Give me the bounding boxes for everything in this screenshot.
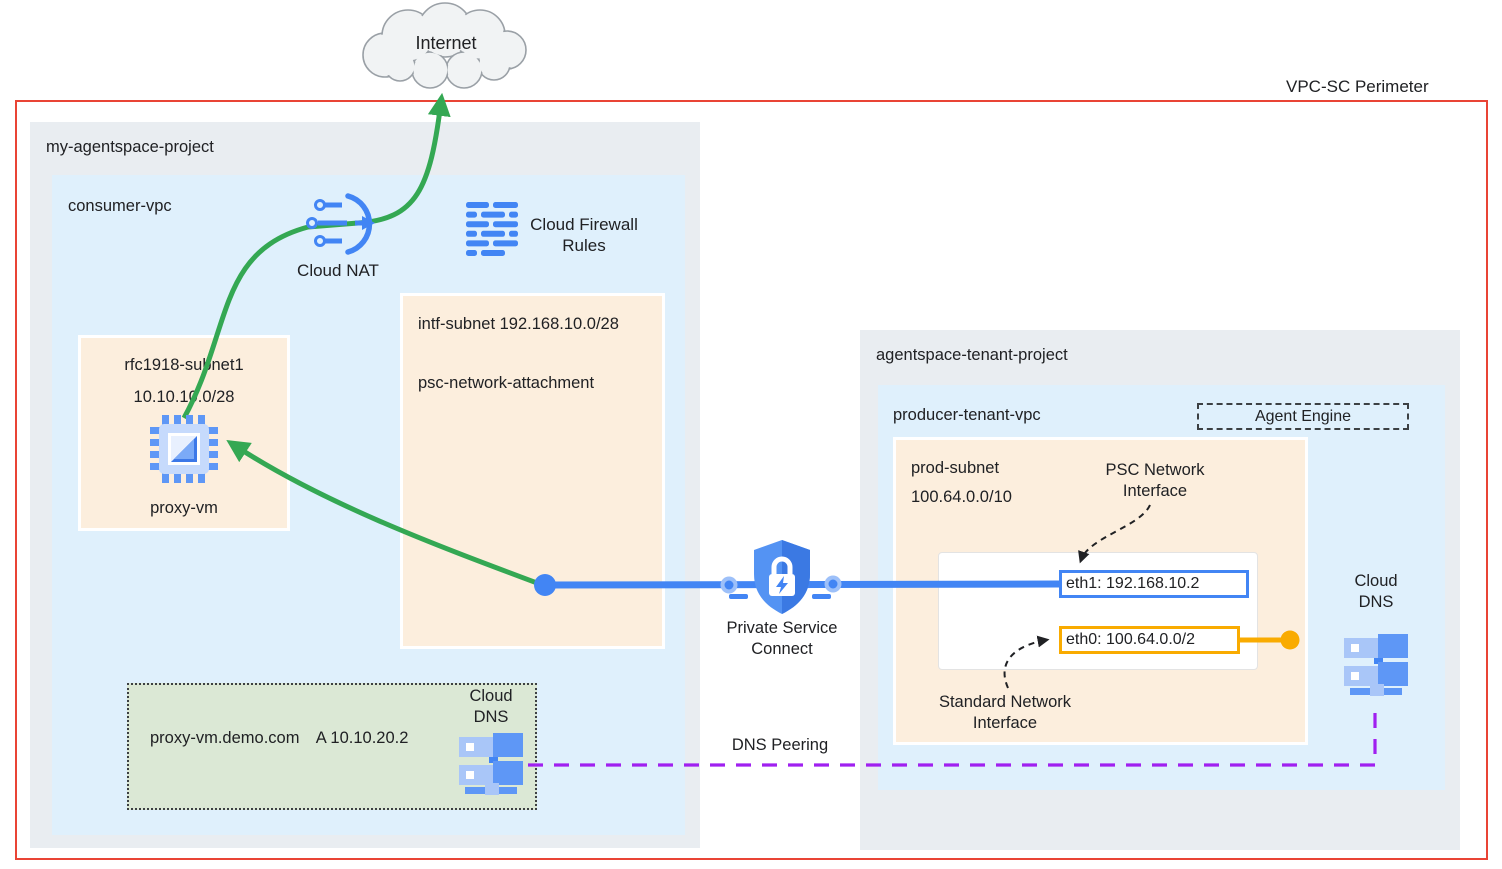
psc-network-interface-label: PSC Network Interface [1105, 461, 1205, 500]
eth0-label: eth0: 100.64.0.0/2 [1066, 631, 1195, 648]
proxy-vm-icon [150, 415, 218, 483]
internet-cloud-icon [362, 2, 527, 89]
cloud-dns-zone-icon [459, 733, 523, 795]
tenant-project-label: agentspace-tenant-project [876, 346, 1068, 364]
cloud-nat-label: Cloud NAT [297, 261, 379, 280]
dns-record-value: A 10.10.20.2 [315, 729, 409, 747]
eth1-interface-box: eth1: 192.168.10.2 [1059, 570, 1249, 598]
agent-engine-label: Agent Engine [1254, 407, 1352, 425]
eth0-interface-box: eth0: 100.64.0.0/2 [1059, 626, 1240, 654]
tenant-cloud-dns-icon [1344, 634, 1408, 696]
cloud-firewall-icon [466, 202, 518, 256]
eth1-label: eth1: 192.168.10.2 [1066, 575, 1200, 592]
prod-subnet-name: prod-subnet [911, 459, 1000, 477]
consumer-project-label: my-agentspace-project [46, 138, 214, 156]
internet-label: Internet [415, 33, 477, 53]
rfc1918-subnet-cidr: 10.10.10.0/28 [133, 388, 235, 406]
vpc-sc-perimeter-label: VPC-SC Perimeter [1286, 77, 1429, 96]
consumer-vpc-label: consumer-vpc [68, 197, 172, 215]
agent-engine-box: Agent Engine [1197, 403, 1409, 430]
private-service-connect-icon [754, 540, 810, 614]
dns-record: proxy-vm.demo.com A 10.10.20.2 [150, 728, 408, 749]
rfc1918-subnet-name: rfc1918-subnet1 [124, 356, 244, 374]
cloud-firewall-label: Cloud Firewall Rules [530, 215, 638, 256]
intf-subnet-box [400, 293, 665, 649]
tenant-cloud-dns-label: Cloud DNS [1354, 572, 1398, 611]
standard-network-interface-label: Standard Network Interface [938, 693, 1072, 732]
intf-subnet-label: intf-subnet 192.168.10.0/28 [418, 315, 619, 333]
dns-zone-cloud-dns-label: Cloud DNS [469, 687, 513, 726]
cloud-nat-icon [306, 193, 375, 255]
private-service-connect-label: Private Service Connect [726, 619, 838, 658]
prod-subnet-cidr: 100.64.0.0/10 [911, 488, 1012, 506]
dns-peering-label: DNS Peering [731, 736, 829, 754]
vpc-sc-perimeter-box [15, 100, 1488, 860]
dns-record-name: proxy-vm.demo.com [150, 729, 300, 747]
psc-network-attachment-label: psc-network-attachment [418, 374, 595, 392]
producer-vpc-label: producer-tenant-vpc [893, 406, 1041, 424]
proxy-vm-label: proxy-vm [150, 499, 218, 517]
